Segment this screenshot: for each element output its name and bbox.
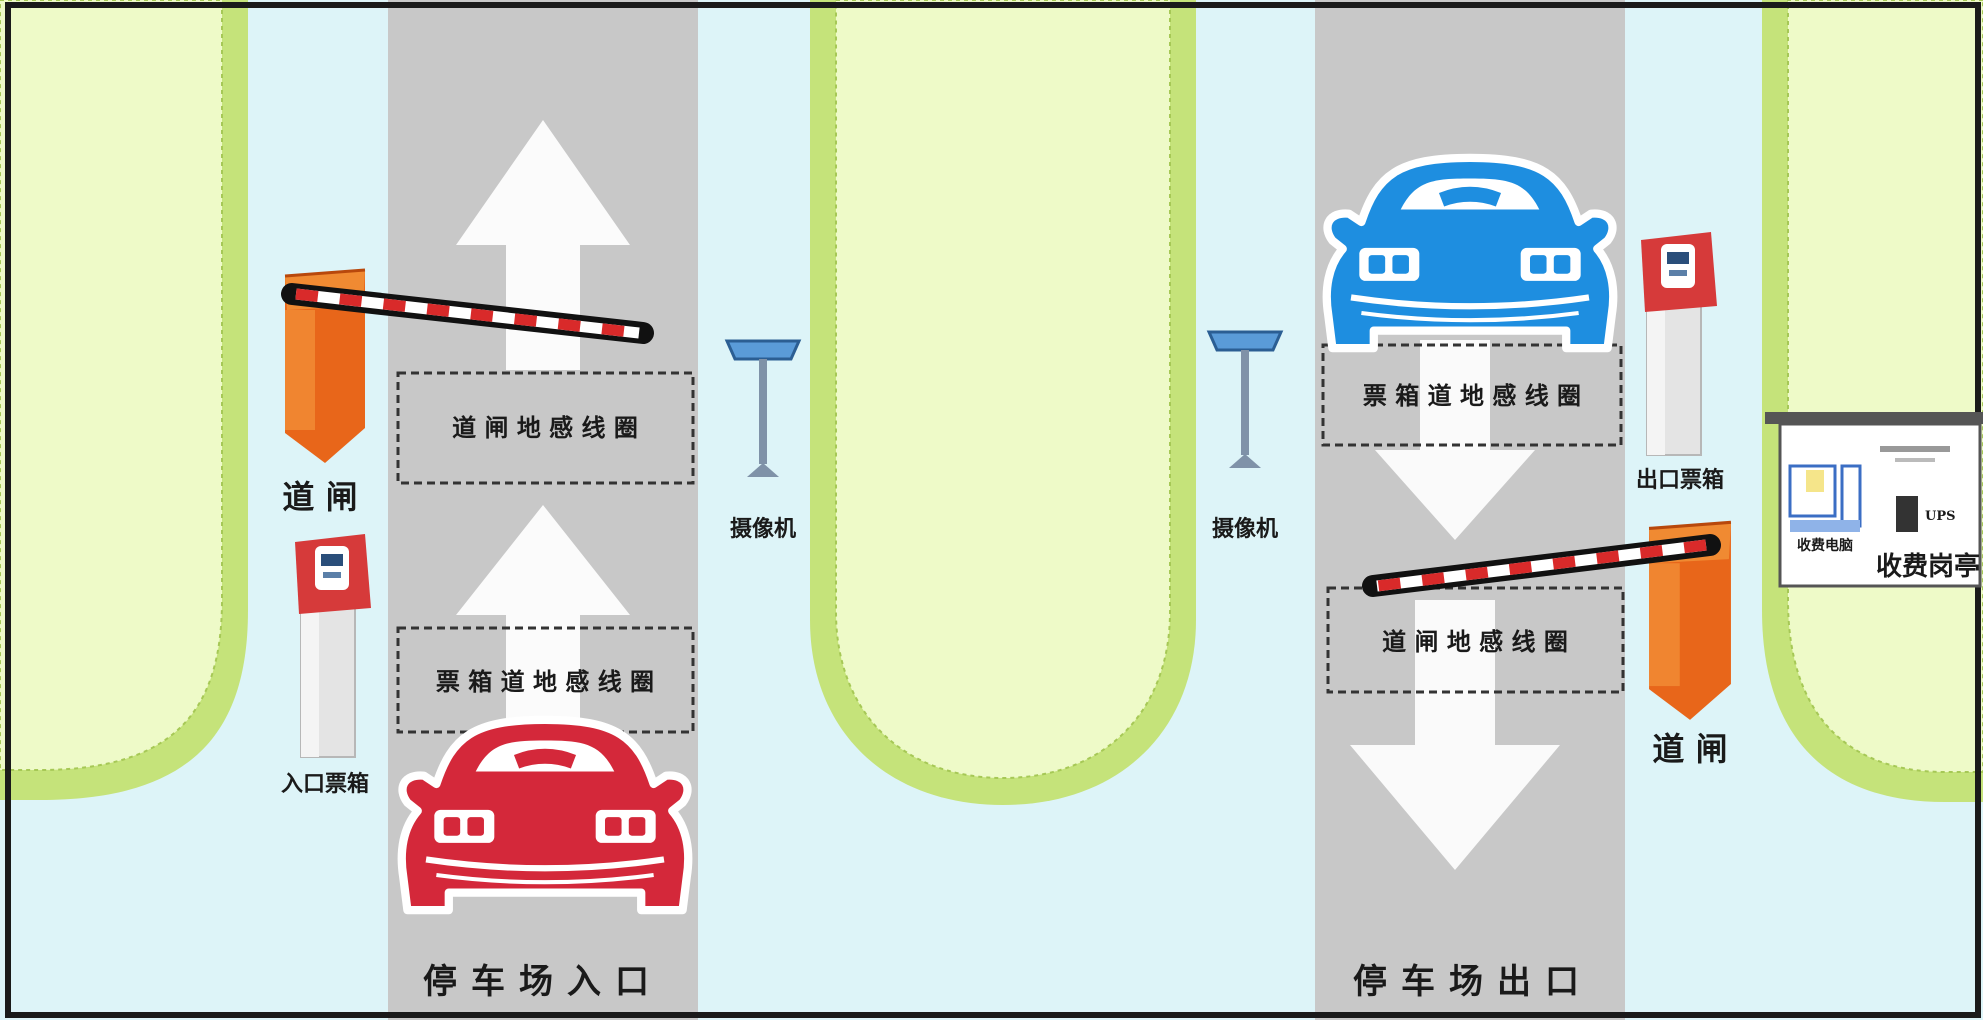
booth-ups-label: UPS (1925, 509, 1956, 524)
entrance-gate-loop-label: 道 闸 地 感 线 圈 (452, 413, 638, 442)
camera-right-label: 摄像机 (1212, 516, 1278, 542)
entrance-ticket-box-label: 入口票箱 (281, 771, 369, 797)
booth-ups-icon (1896, 496, 1918, 532)
booth-computer-icon (1788, 464, 1862, 532)
exit-barrier-arm (1362, 534, 1721, 597)
entrance-barrier-label: 道 闸 (282, 478, 357, 516)
exit-arrow-upper (1375, 340, 1535, 540)
entrance-gate-loop: 道 闸 地 感 线 圈 (396, 371, 695, 485)
exit-gate-loop: 道 闸 地 感 线 圈 (1326, 586, 1625, 694)
exit-barrier-label: 道 闸 (1652, 730, 1727, 768)
entrance-title: 停车场入口 (423, 962, 663, 1002)
entrance-barrier-arm (281, 283, 654, 344)
toll-booth: UPS 收费电脑 收费岗亭 (1765, 412, 1983, 588)
exit-arrow-lower (1350, 600, 1560, 870)
exit-ticket-loop: 票 箱 道 地 感 线 圈 (1321, 343, 1623, 447)
exit-ticket-loop-label: 票 箱 道 地 感 线 圈 (1363, 381, 1581, 410)
exit-title: 停车场出口 (1353, 962, 1593, 1002)
entrance-ticket-loop-label: 票 箱 道 地 感 线 圈 (436, 667, 654, 696)
booth-computer-label: 收费电脑 (1797, 537, 1853, 554)
camera-left-label: 摄像机 (730, 516, 796, 542)
exit-ticket-box-label: 出口票箱 (1636, 467, 1724, 493)
entrance-arrow-lower (456, 505, 630, 760)
exit-gate-loop-label: 道 闸 地 感 线 圈 (1382, 627, 1568, 656)
booth-name-label: 收费岗亭 (1876, 551, 1980, 582)
entrance-arrow-upper (456, 120, 630, 370)
